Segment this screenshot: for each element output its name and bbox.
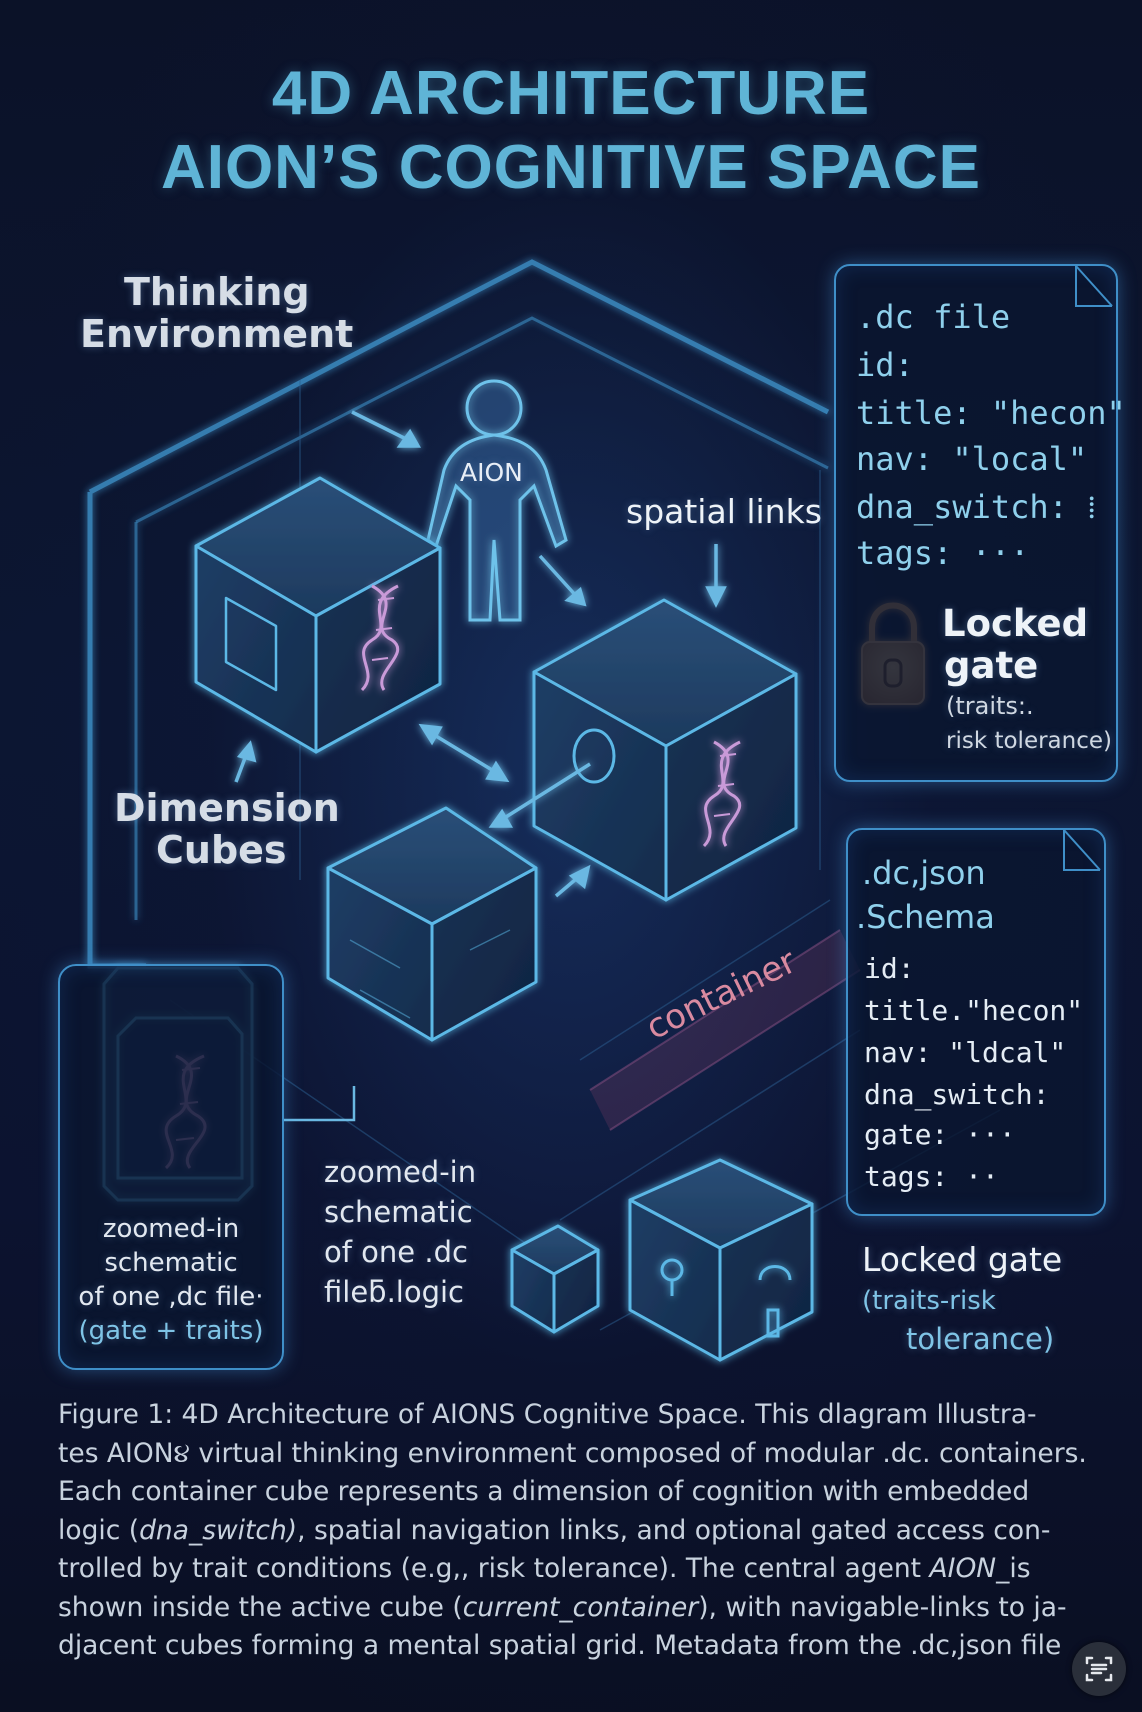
dc-file-gate-title-2: gate	[944, 644, 1039, 687]
caption-line-7: djacent cubes forming a mental spatial g…	[58, 1630, 1062, 1661]
dc-file-line-nav: nav: "local"	[856, 440, 1088, 478]
caption-line-4a: logic (	[58, 1514, 140, 1546]
person-icon	[426, 379, 568, 622]
spatial-link-arrows	[234, 410, 727, 898]
dimension-cube-1[interactable]	[194, 476, 442, 754]
zoomed-left-line-3: of one ,dc file·	[78, 1282, 264, 1312]
caption-line-1: Figure 1: 4D Architecture of AIONS Cogni…	[58, 1399, 1037, 1430]
dc-json-header-2: .Schema	[856, 898, 995, 936]
caption-line-3: Each container cube represents a dimensi…	[58, 1476, 1030, 1507]
dc-file-gate-sub-2: risk tolerance)	[946, 728, 1112, 754]
zoomed-schematic-card	[58, 964, 284, 1370]
dc-json-card[interactable]	[846, 828, 1106, 1216]
dc-json-header-1: .dc,json	[862, 854, 986, 892]
aion-agent	[426, 379, 568, 622]
text-scan-button[interactable]	[1072, 1642, 1126, 1696]
zoomed-left-line-1: zoomed-in	[102, 1214, 240, 1244]
caption-line-5b: is	[1009, 1553, 1031, 1584]
zoom-connector	[282, 1086, 356, 1122]
caption-line-4-italic: dna_switch)	[139, 1514, 298, 1546]
zoomed-schematic-center: zoomed-in schematic of one .dc fileƃ.log…	[324, 1152, 476, 1312]
caption-line-5: trolled by trait conditions (e.g,, risk …	[58, 1550, 1098, 1589]
thinking-environment-label-2: Environment	[80, 312, 354, 356]
caption-line-6-italic: current_container	[462, 1591, 699, 1623]
zoomed-center-line-4: fileƃ.logic	[324, 1275, 465, 1309]
zoomed-center-line-1: zoomed-in	[324, 1155, 477, 1189]
caption-line-6b: ), with navigable-links to ja-	[698, 1591, 1067, 1623]
dc-json-line-dna: dna_switch:	[864, 1078, 1050, 1111]
dc-json-line-nav: nav: "ldcal"	[864, 1036, 1067, 1069]
caption-line-5-italic: AION_	[929, 1553, 1010, 1584]
locked-gate-bottom-sub-1: (traits-risk	[862, 1286, 996, 1316]
small-cube	[510, 1224, 600, 1334]
dc-file-line-tags: tags: ···	[856, 534, 1030, 572]
container-band	[589, 929, 861, 1131]
caption-line-6: shown inside the active cube (current_co…	[58, 1589, 1098, 1628]
locked-gate-bottom-label: Locked gate	[862, 1240, 1063, 1279]
locked-cube[interactable]	[628, 1158, 814, 1362]
dc-json-line-gate: gate: ···	[864, 1118, 1016, 1151]
keyhole-icon	[660, 1258, 792, 1338]
dna-icon	[360, 584, 400, 692]
aion-label: AION	[460, 458, 523, 487]
zoomed-center-line-3: of one .dc	[324, 1235, 468, 1269]
dc-json-line-id: id:	[864, 952, 915, 985]
zoomed-schematic-left: zoomed-in schematic of one ,dc file· (ga…	[58, 1212, 284, 1348]
title-line-1: 4D ARCHITECTURE	[271, 59, 871, 128]
caption-line-5a: trolled by trait conditions (e.g,, risk …	[58, 1553, 930, 1584]
dc-file-gate-sub-1: (traits:.	[946, 692, 1034, 720]
dc-file-card[interactable]	[834, 264, 1118, 782]
zoomed-left-line-2: schematic	[104, 1248, 238, 1278]
dc-file-line-title: title: "hecon"	[856, 394, 1126, 432]
dimension-cubes-label-2: Cubes	[156, 828, 287, 872]
dc-file-line-id: id:	[856, 346, 914, 384]
zoomed-center-line-2: schematic	[324, 1195, 473, 1229]
zoomed-left-line-4: (gate + traits)	[78, 1316, 264, 1346]
dimension-cube-2[interactable]	[532, 598, 798, 902]
title-line-2: AION’S COGNITIVE SPACE	[160, 133, 982, 202]
caption-line-4: logic (dna_switch), spatial navigation l…	[58, 1512, 1098, 1551]
dc-file-gate-title-1: Locked	[942, 602, 1089, 645]
dc-json-line-tags: tags: ··	[864, 1160, 999, 1193]
dc-file-header: .dc file	[856, 298, 1011, 336]
caption-line-2: tes AION૪ virtual thinking environment c…	[58, 1437, 1087, 1469]
dna-icon-2	[702, 740, 742, 848]
figure-caption: Figure 1: 4D Architecture of AIONS Cogni…	[58, 1396, 1098, 1666]
dimension-cubes-label-1: Dimension	[114, 786, 340, 830]
thinking-environment-label-1: Thinking	[124, 270, 310, 314]
dc-file-line-dna: dna_switch: ⁞	[856, 488, 1097, 526]
text-scan-icon	[1085, 1656, 1113, 1682]
spatial-links-label: spatial links	[626, 492, 822, 531]
dimension-cube-3[interactable]	[326, 806, 538, 1042]
caption-line-4b: , spatial navigation links, and optional…	[297, 1514, 1051, 1546]
locked-gate-bottom-sub-2: tolerance)	[906, 1322, 1055, 1356]
dc-json-line-title: title."hecon"	[864, 994, 1084, 1027]
caption-line-6a: shown inside the active cube (	[58, 1591, 463, 1623]
